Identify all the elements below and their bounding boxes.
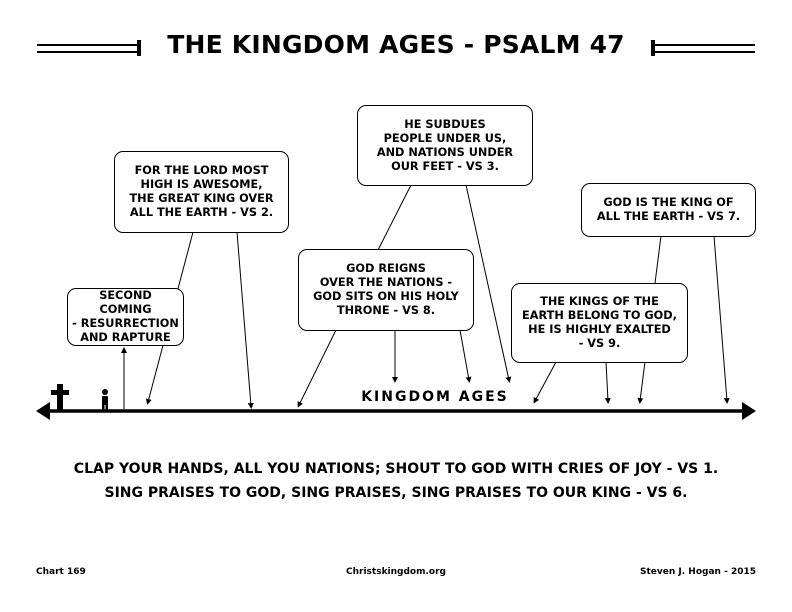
timeline-left-arrowhead xyxy=(36,402,50,420)
timeline-right-arrowhead xyxy=(742,402,756,420)
kings-belong-pointer-2 xyxy=(604,361,611,404)
title-rule-right-top xyxy=(655,44,755,46)
box-most-high: FOR THE LORD MOST HIGH IS AWESOME, THE G… xyxy=(114,151,289,233)
box-king-of-earth: GOD IS THE KING OF ALL THE EARTH - VS 7. xyxy=(581,183,756,237)
box-subdues: HE SUBDUES PEOPLE UNDER US, AND NATIONS … xyxy=(357,105,533,186)
footer-author: Steven J. Hogan - 2015 xyxy=(640,567,756,577)
cross-icon xyxy=(51,384,69,411)
title-rule-left-top xyxy=(37,44,137,46)
footer-chart-number: Chart 169 xyxy=(36,567,86,577)
title-rule-left-cap xyxy=(137,40,141,56)
reigns-pointer-1 xyxy=(297,329,337,408)
title-rule-left-bottom xyxy=(37,51,137,53)
most-high-pointer-2 xyxy=(236,231,254,409)
box-reigns: GOD REIGNS OVER THE NATIONS - GOD SITS O… xyxy=(298,249,474,331)
kings-belong-pointer-1 xyxy=(533,361,557,404)
title-rule-right-bottom xyxy=(655,51,755,53)
king-of-earth-pointer-2 xyxy=(713,235,730,404)
verse-line-2: SING PRAISES TO GOD, SING PRAISES, SING … xyxy=(104,485,688,501)
subdues-pointer-2 xyxy=(465,184,512,383)
person-icon xyxy=(102,389,108,410)
box-kings-belong: THE KINGS OF THE EARTH BELONG TO GOD, HE… xyxy=(511,283,688,363)
reigns-pointer-3 xyxy=(459,329,472,383)
verse-line-1: CLAP YOUR HANDS, ALL YOU NATIONS; SHOUT … xyxy=(73,461,719,477)
title-rule-right-cap xyxy=(651,40,655,56)
timeline-label: KINGDOM AGES xyxy=(361,389,509,405)
page-title: THE KINGDOM AGES - PSALM 47 xyxy=(167,30,625,59)
box-second-coming: SECOND COMING - RESURRECTION AND RAPTURE xyxy=(67,288,184,346)
subdues-pointer-1 xyxy=(377,184,412,251)
footer-website: Christskingdom.org xyxy=(346,567,446,577)
